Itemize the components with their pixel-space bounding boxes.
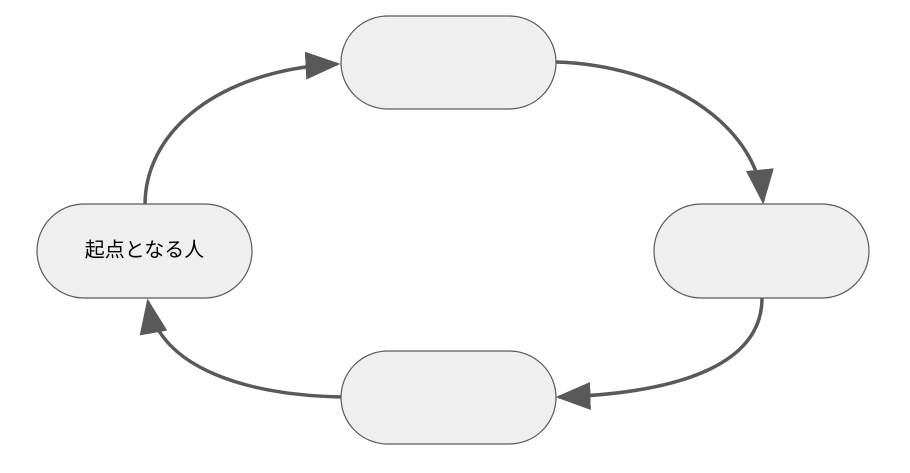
node-top-shape: [340, 15, 557, 110]
edge-left-to-top: [143, 51, 341, 206]
node-bottom: [340, 350, 557, 445]
node-top: [340, 15, 557, 110]
node-right: [653, 203, 870, 299]
node-left-label: 起点となる人: [85, 238, 204, 262]
node-left-shape: [36, 203, 253, 299]
node-bottom-shape: [340, 350, 557, 445]
node-left: 起点となる人: [36, 203, 253, 299]
edge-bottom-to-left: [139, 298, 342, 399]
edge-right-to-bottom: [555, 297, 764, 411]
node-right-shape: [653, 203, 870, 299]
edge-top-to-right: [555, 60, 774, 205]
